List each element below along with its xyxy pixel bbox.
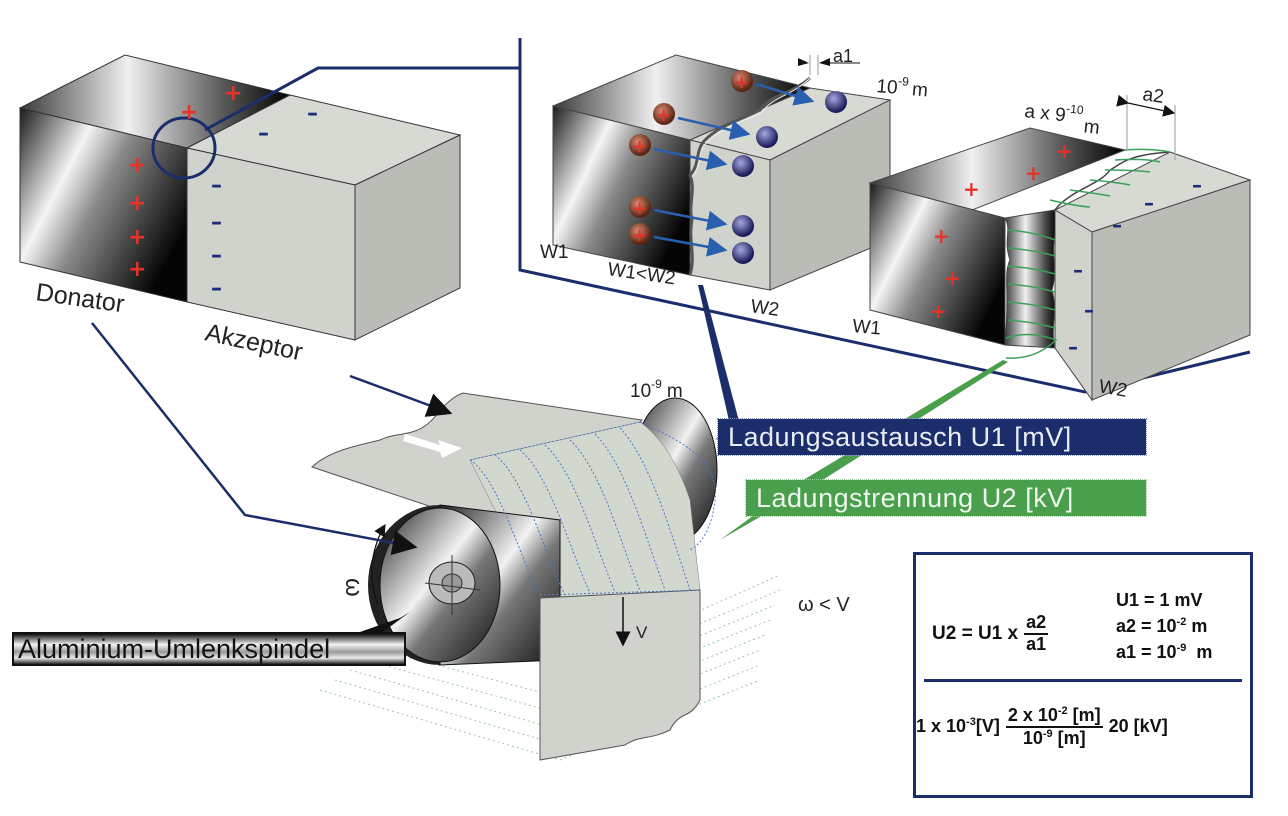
- u1-callout-pointer: [698, 285, 740, 440]
- separation-plus-charges: + + + + + +: [930, 139, 1073, 323]
- svg-text:–: –: [1112, 213, 1122, 237]
- exchange-electron-transfer: + + + + +: [629, 70, 847, 264]
- omega-label: ω: [340, 578, 367, 597]
- calc-numerator: 2 x 10-2 [m]: [1005, 705, 1103, 728]
- svg-text:+: +: [128, 225, 146, 250]
- a2-gap-indicator: [1116, 94, 1176, 160]
- svg-text:+: +: [224, 81, 242, 106]
- formula-denominator: a1: [1026, 633, 1047, 654]
- calc-fraction: 2 x 10-2 [m] 10-9 [m]: [1005, 705, 1103, 749]
- spindle-callout-pointer: [360, 612, 410, 634]
- formula-lhs: U2 = U1 x: [932, 622, 1019, 644]
- detail-frame: [518, 38, 1251, 394]
- transfer-row: +: [629, 134, 754, 177]
- calc-result: 20 [kV]: [1108, 716, 1168, 737]
- omega-v-relation-label: ω < V: [798, 594, 850, 616]
- formula-numerator: a2: [1024, 612, 1049, 635]
- svg-text:+: +: [1056, 139, 1073, 163]
- separation-w1-label: W1: [852, 316, 882, 339]
- transfer-row: +: [653, 103, 778, 148]
- charge-separation-callout: Ladungstrennung U2 [kV]: [745, 479, 1147, 517]
- exchange-w2-label: W2: [749, 296, 780, 321]
- formula-fraction: a2 a1: [1024, 612, 1049, 655]
- transfer-row: +: [629, 196, 754, 237]
- formula-calculation: 1 x 10-3[V] 2 x 10-2 [m] 10-9 [m] 20 [kV…: [916, 705, 1256, 749]
- zoom-connector-line: [204, 66, 520, 132]
- charge-exchange-callout: Ladungsaustausch U1 [mV]: [717, 418, 1147, 456]
- formula-definition: U2 = U1 x a2 a1 U1 = 1 mV a2 = 10-2 m a1…: [926, 585, 1246, 675]
- film-sheet-down: [539, 589, 701, 761]
- svg-text:+: +: [128, 257, 146, 282]
- u1-value: U1 = 1 mV: [1116, 590, 1203, 610]
- velocity-label: V: [636, 623, 648, 642]
- dotted-field-lines-roll: [469, 421, 716, 596]
- a2-value: a2 = 10-2 m: [1116, 616, 1208, 636]
- svg-text:+: +: [930, 299, 947, 323]
- svg-text:–: –: [1144, 191, 1154, 215]
- transfer-row: +: [629, 223, 754, 264]
- acceptor-pointer-line: [349, 374, 453, 417]
- svg-text:–: –: [211, 276, 222, 301]
- a2-scale-label: a x 9-10m: [1023, 97, 1103, 139]
- a1-value: a1 = 10-9 m: [1116, 642, 1213, 662]
- svg-text:+: +: [1025, 161, 1042, 185]
- sheet-direction-arrow-icon: [403, 434, 462, 458]
- detail-exchange-block: [551, 54, 892, 291]
- exchange-w1-label: W1: [540, 242, 569, 263]
- formula-values: U1 = 1 mV a2 = 10-2 m a1 = 10-9 m: [1116, 589, 1212, 663]
- svg-text:+: +: [944, 266, 961, 290]
- svg-text:+: +: [933, 224, 950, 248]
- main-block: [18, 54, 462, 341]
- svg-text:–: –: [307, 101, 318, 126]
- a2-label: a2: [1141, 84, 1165, 108]
- svg-text:+: +: [734, 72, 749, 93]
- detail-separation-block: [868, 127, 1252, 402]
- svg-text:–: –: [1073, 258, 1083, 282]
- donor-pointer-line: [91, 322, 418, 556]
- formula-divider: [924, 679, 1242, 682]
- zoom-circle-icon: [151, 116, 217, 180]
- svg-text:+: +: [632, 225, 647, 246]
- formula-equation: U2 = U1 x a2 a1: [932, 612, 1049, 655]
- svg-text:–: –: [1068, 335, 1078, 359]
- main-plus-charges: + + + + + +: [128, 81, 242, 282]
- svg-text:+: +: [656, 105, 671, 126]
- svg-text:+: +: [632, 198, 647, 219]
- svg-text:+: +: [632, 136, 647, 157]
- calc-prefix: 1 x 10-3[V]: [916, 716, 1000, 737]
- a1-scale-label: 10-9m: [876, 72, 930, 101]
- svg-text:–: –: [258, 121, 269, 146]
- spindle-label: Aluminium-Umlenkspindel: [12, 632, 406, 666]
- svg-text:–: –: [211, 173, 222, 198]
- calc-denominator: 10-9 [m]: [1022, 727, 1086, 748]
- a1-label: a1: [833, 46, 853, 66]
- svg-text:+: +: [128, 191, 146, 216]
- separation-w2-label: W2: [1097, 376, 1129, 402]
- formula-box: U2 = U1 x a2 a1 U1 = 1 mV a2 = 10-2 m a1…: [913, 552, 1253, 798]
- main-minus-charges: – – – – – –: [211, 101, 318, 301]
- a1-gap-indicator: [798, 55, 860, 75]
- svg-text:+: +: [128, 153, 146, 178]
- svg-text:+: +: [180, 100, 198, 125]
- omega-rotation-arrow-icon: [371, 523, 386, 606]
- svg-text:+: +: [963, 177, 980, 201]
- svg-text:–: –: [211, 243, 222, 268]
- field-lines: [1005, 148, 1171, 359]
- svg-text:–: –: [211, 210, 222, 235]
- svg-text:–: –: [1192, 173, 1202, 197]
- svg-text:–: –: [1084, 298, 1094, 322]
- separation-minus-charges: – – – – – –: [1068, 173, 1202, 359]
- transfer-row: +: [731, 70, 847, 113]
